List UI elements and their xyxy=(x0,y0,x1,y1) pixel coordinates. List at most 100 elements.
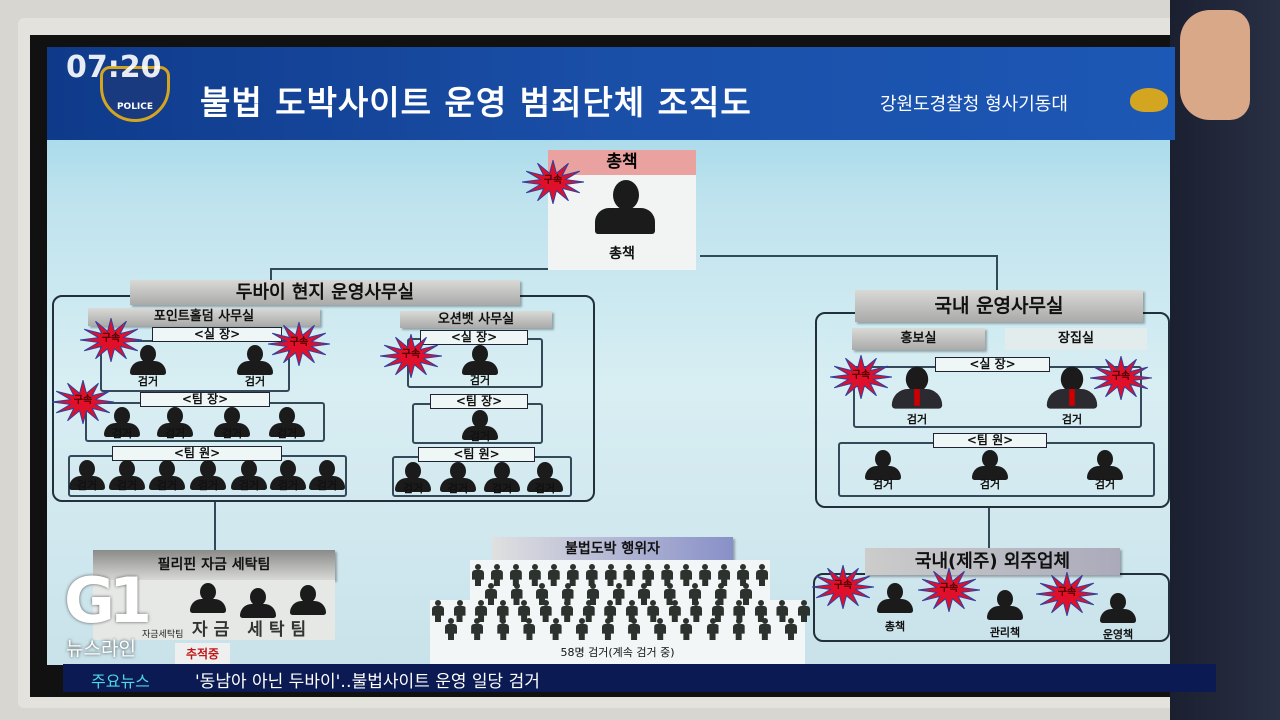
gambler-figure-icon xyxy=(562,583,574,605)
arrest-stamp-icon: 구속 xyxy=(811,563,875,611)
stamp-label: 구속 xyxy=(543,175,563,186)
person-status-label: 검거 xyxy=(906,413,928,426)
gambler-figure-icon xyxy=(699,564,711,586)
person-silhouette xyxy=(1100,593,1136,625)
person-status-label: 검거 xyxy=(447,482,469,495)
person-status-label: 검거 xyxy=(221,427,243,440)
ph-leader-label: <팀 장> xyxy=(140,392,270,407)
person-silhouette xyxy=(395,462,431,494)
ob-leader-label: <팀 장> xyxy=(430,394,528,409)
connector xyxy=(270,268,272,282)
person-status-label: 검거 xyxy=(979,478,1001,491)
person-status-label: 검거 xyxy=(238,479,260,492)
gambler-figure-icon xyxy=(756,564,768,586)
person-status-label: 검거 xyxy=(402,482,424,495)
arrest-stamp-icon: 구속 xyxy=(379,332,443,380)
gambler-figure-icon xyxy=(759,618,771,640)
gambler-figure-icon xyxy=(576,618,588,640)
dom-member-label: <팀 원> xyxy=(933,433,1047,448)
domestic-office-title: 국내 운영사무실 xyxy=(855,290,1143,322)
stamp-label: 구속 xyxy=(833,580,853,591)
gambler-figure-icon xyxy=(471,618,483,640)
launderer-silhouette xyxy=(290,585,326,617)
launderer-silhouette xyxy=(240,588,276,620)
person-status-label: 총책 xyxy=(884,620,906,633)
gamblers-title: 불법도박 행위자 xyxy=(492,537,733,561)
gambler-figure-icon xyxy=(654,618,666,640)
person-silhouette xyxy=(309,460,345,492)
arrest-stamp-icon: 구속 xyxy=(1089,354,1153,402)
gambler-figure-icon xyxy=(583,600,595,622)
gambler-figure-icon xyxy=(715,583,727,605)
pointholdem-title: 포인트홀덤 사무실 xyxy=(88,308,320,326)
gambler-figure-icon xyxy=(536,583,548,605)
gambler-figure-icon xyxy=(680,564,692,586)
gambler-figure-icon xyxy=(647,600,659,622)
stamp-label: 구속 xyxy=(289,337,309,348)
person-status-label: 검거 xyxy=(316,479,338,492)
gambler-figure-icon xyxy=(669,600,681,622)
ob-chief-label: <실 장> xyxy=(420,330,528,345)
person-status-label: 검거 xyxy=(1094,478,1116,491)
person-status-label: 검거 xyxy=(872,478,894,491)
boss-header: 총책 xyxy=(548,150,696,175)
person-silhouette xyxy=(69,460,105,492)
dubai-office-title: 두바이 현지 운영사무실 xyxy=(130,280,520,305)
broadcast-clock: 07:20 xyxy=(66,50,162,85)
gambler-figure-icon xyxy=(733,600,745,622)
person-silhouette xyxy=(462,345,498,377)
gambler-figure-icon xyxy=(497,618,509,640)
person-status-label: 검거 xyxy=(469,374,491,387)
connector xyxy=(988,508,990,550)
person-status-label: 검거 xyxy=(534,482,556,495)
other-team-title: 장집실 xyxy=(1005,328,1147,350)
gambler-figure-icon xyxy=(664,583,676,605)
gambler-figure-icon xyxy=(689,583,701,605)
gambler-figure-icon xyxy=(628,618,640,640)
gambler-figure-icon xyxy=(472,564,484,586)
person-silhouette xyxy=(270,460,306,492)
person-silhouette xyxy=(109,460,145,492)
gambler-figure-icon xyxy=(491,564,503,586)
gambler-figure-icon xyxy=(550,618,562,640)
jeju-vendor-title: 국내(제주) 외주업체 xyxy=(865,548,1120,575)
person-status-label: 검거 xyxy=(244,375,266,388)
gambler-figure-icon xyxy=(454,600,466,622)
ticker-headline: '동남아 아닌 두바이'‥불법사이트 운영 일당 검거 xyxy=(195,672,540,692)
organization-name: 강원도경찰청 형사기동대 xyxy=(880,94,1068,115)
person-silhouette xyxy=(237,345,273,377)
gambler-figure-icon xyxy=(445,618,457,640)
gambler-figure-icon xyxy=(690,600,702,622)
gambler-figure-icon xyxy=(638,583,650,605)
police-badge-icon xyxy=(1130,88,1168,112)
pr-team-title: 홍보실 xyxy=(852,328,985,350)
person-status-label: 검거 xyxy=(111,427,133,440)
person-silhouette xyxy=(987,590,1023,622)
person-silhouette xyxy=(231,460,267,492)
oceanbet-title: 오션벳 사무실 xyxy=(400,311,552,328)
person-silhouette xyxy=(149,460,185,492)
connector xyxy=(214,502,216,550)
person-status-label: 검거 xyxy=(137,375,159,388)
gambler-figure-icon xyxy=(475,600,487,622)
person-status-label: 검거 xyxy=(491,482,513,495)
person-silhouette xyxy=(527,462,563,494)
gambler-figure-icon xyxy=(737,564,749,586)
person-silhouette xyxy=(1046,366,1098,412)
boss-silhouette xyxy=(595,180,655,235)
tracking-status: 추적중 xyxy=(175,643,230,665)
gambler-figure-icon xyxy=(497,600,509,622)
gambler-figure-icon xyxy=(567,564,579,586)
diagram-title: 불법 도박사이트 운영 범죄단체 조직도 xyxy=(200,83,752,122)
gambler-figure-icon xyxy=(785,618,797,640)
arrest-stamp-icon: 구속 xyxy=(917,566,981,614)
gambler-figure-icon xyxy=(733,618,745,640)
person-silhouette xyxy=(891,366,943,412)
gambler-figure-icon xyxy=(642,564,654,586)
person-silhouette xyxy=(157,407,193,439)
philippines-image-small: 자금세탁팀 xyxy=(142,630,184,640)
gambler-figure-icon xyxy=(523,618,535,640)
ph-chief-label: <실 장> xyxy=(152,327,282,342)
arrest-stamp-icon: 구속 xyxy=(267,320,331,368)
ob-member-label: <팀 원> xyxy=(418,447,535,462)
